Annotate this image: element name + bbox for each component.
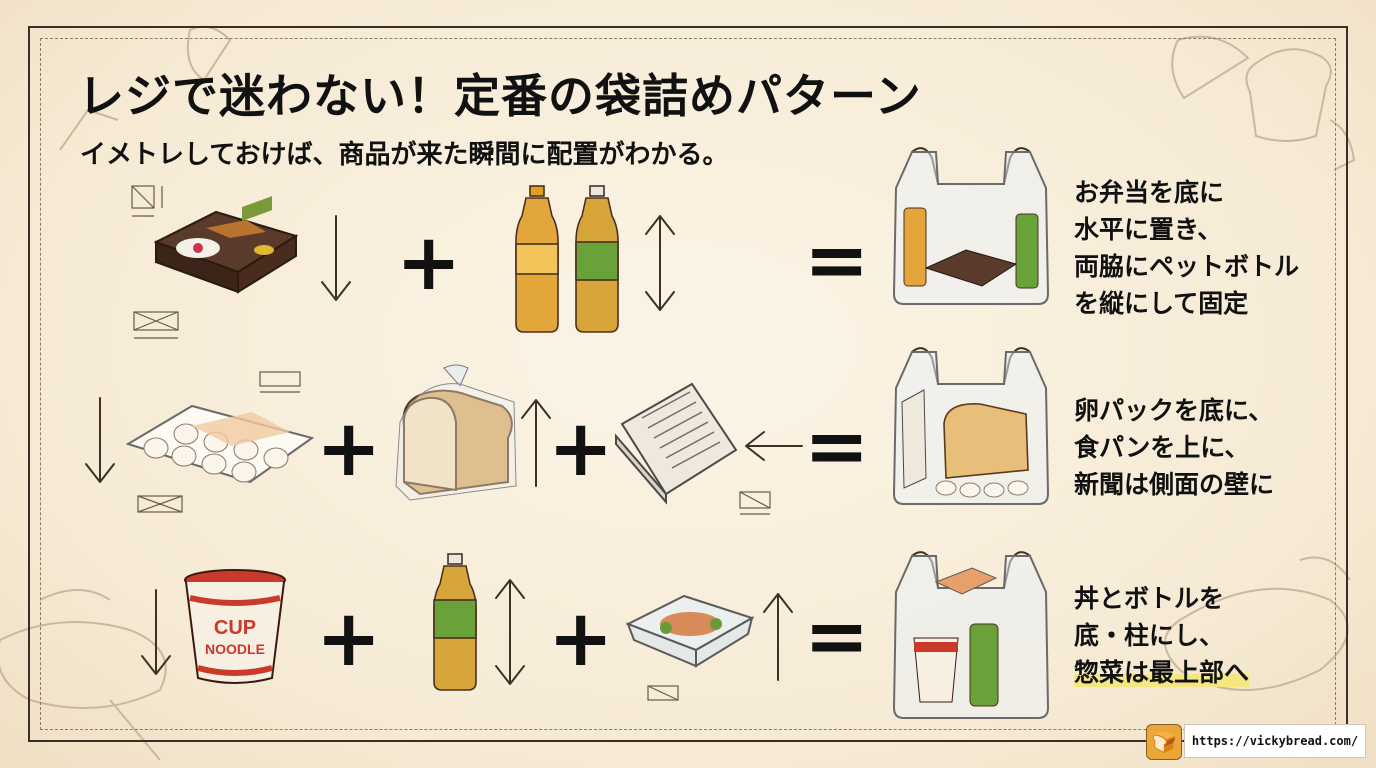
cup-label-line1: CUP <box>214 617 256 639</box>
dimension-sketch-icon <box>133 311 179 339</box>
up-down-arrow-icon <box>645 215 675 311</box>
plus-operator: + <box>548 594 614 684</box>
bread-loaf-illustration <box>395 364 517 501</box>
pet-bottles-illustration <box>515 185 619 333</box>
page-subtitle: イメトレしておけば、商品が来た瞬間に配置がわかる。 <box>80 140 729 170</box>
inner-dashed-frame <box>40 38 1336 730</box>
dimension-sketch-icon <box>259 371 301 393</box>
egg-pack-illustration <box>125 404 315 484</box>
pattern-row-cup-noodle: CUP NOODLE + + = 丼とボトルを 底・柱にし、 惣菜は最上部へ <box>0 548 1376 719</box>
highlighted-caption: 惣菜は最上部へ <box>1074 658 1250 687</box>
bread-mascot-icon: 🍞 <box>1146 724 1182 760</box>
pattern-row-bento: + = お弁当を底に 水平に置き、 両脇にペットボトル を縦にして固定 <box>0 147 1376 350</box>
shopping-bag-result-bento <box>892 147 1050 305</box>
equals-operator: = <box>804 402 870 492</box>
left-arrow-icon <box>745 431 803 461</box>
plus-operator: + <box>396 218 462 308</box>
shopping-bag-result-cup-noodle <box>892 551 1050 719</box>
equals-operator: = <box>804 216 870 306</box>
pattern-row-eggs: + + = 卵パックを底に、 食パンを上に、 新聞は側面の壁に <box>0 347 1376 530</box>
up-down-arrow-icon <box>495 579 525 685</box>
cup-noodle-illustration: CUP NOODLE <box>184 569 286 684</box>
up-arrow-icon <box>521 399 551 487</box>
up-arrow-icon <box>763 593 793 681</box>
down-arrow-icon <box>85 397 115 483</box>
shopping-bag-result-eggs <box>892 347 1050 505</box>
page-title: レジで迷わない！定番の袋詰めパターン <box>78 69 922 123</box>
cup-label-line2: NOODLE <box>205 641 265 657</box>
bento-box-illustration <box>153 196 299 294</box>
dimension-sketch-icon <box>131 185 163 217</box>
plus-operator: + <box>548 404 614 494</box>
down-arrow-icon <box>141 589 171 675</box>
plus-operator: + <box>316 404 382 494</box>
plus-operator: + <box>316 594 382 684</box>
equals-operator: = <box>804 592 870 682</box>
dimension-sketch-icon <box>739 491 771 515</box>
caption-cup-noodle: 丼とボトルを 底・柱にし、 惣菜は最上部へ <box>1074 584 1250 687</box>
newspaper-illustration <box>615 382 738 505</box>
dimension-sketch-icon <box>647 685 679 701</box>
dimension-sketch-icon <box>137 495 183 513</box>
side-dish-container-illustration <box>625 594 755 668</box>
caption-eggs: 卵パックを底に、 食パンを上に、 新聞は側面の壁に <box>1074 396 1275 499</box>
footer-url-link[interactable]: https://vickybread.com/ <box>1184 724 1366 758</box>
down-arrow-icon <box>321 215 351 301</box>
caption-bento: お弁当を底に 水平に置き、 両脇にペットボトル を縦にして固定 <box>1074 178 1300 318</box>
pet-bottle-illustration <box>433 553 477 691</box>
outer-frame <box>28 26 1348 742</box>
